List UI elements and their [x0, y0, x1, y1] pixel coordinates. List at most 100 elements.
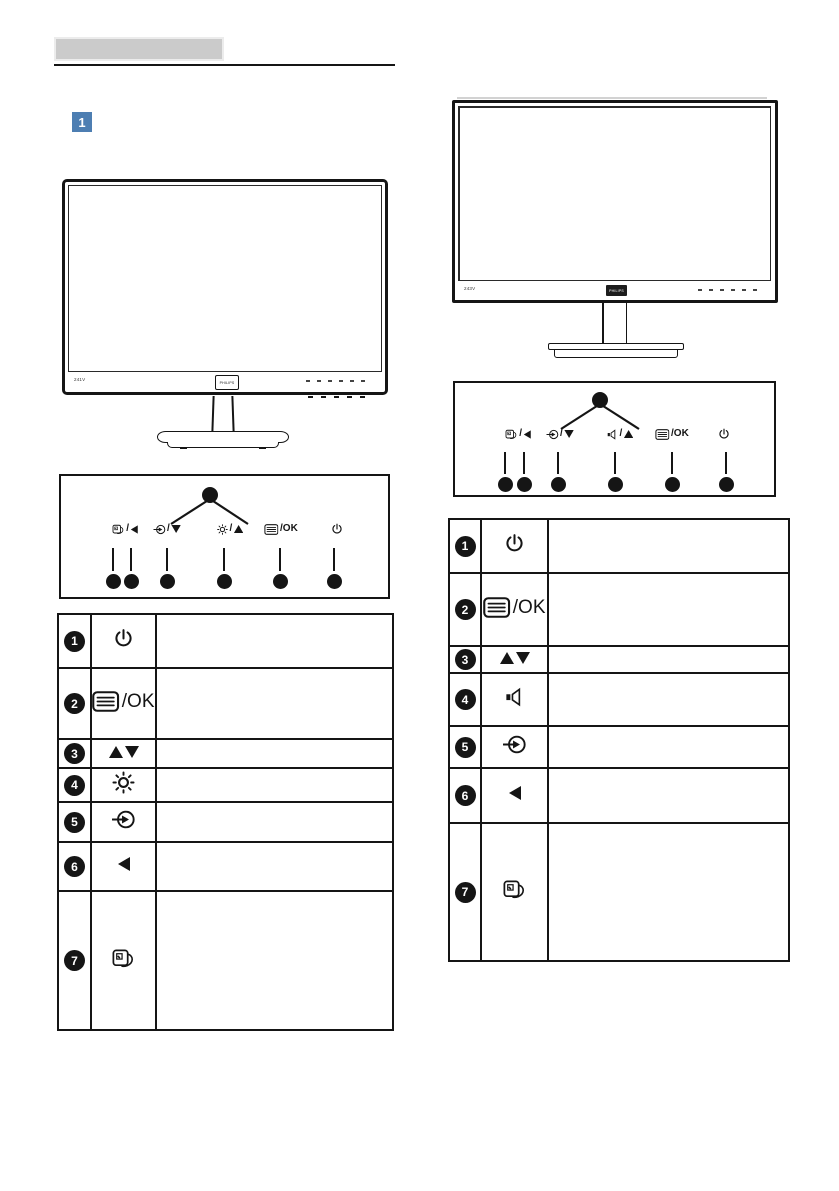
row-icon-cell: [90, 801, 157, 843]
smartimage-icon: [502, 879, 527, 900]
row-description-cell: [155, 613, 394, 669]
bezel-control-markings: [306, 380, 365, 382]
row-number-cell: 6: [448, 767, 482, 824]
row-number-cell: 2: [57, 667, 92, 740]
row-icon-cell: /OK: [90, 667, 157, 740]
row-description: [549, 539, 788, 553]
menu-ok-button-label: /OK: [264, 522, 298, 536]
pointer-line: [725, 452, 727, 474]
menu-icon: [92, 690, 120, 712]
smartimage-back-button-label: /: [505, 427, 532, 441]
table-row: 4: [448, 672, 790, 727]
philips-logo: PHILIPS: [215, 375, 239, 390]
model-label: 241V: [74, 377, 86, 382]
row-description-cell: [547, 725, 790, 769]
smartimage-icon: [112, 524, 125, 535]
smartimage-icon: [111, 948, 136, 969]
down-arrow-icon: [515, 651, 530, 664]
table-row: 1: [57, 613, 394, 669]
volume-icon: [505, 687, 525, 707]
bezel-buttons: [308, 396, 365, 398]
row-number-badge: 2: [64, 693, 85, 714]
label-text: /: [166, 523, 170, 534]
table-row: 3: [448, 645, 790, 674]
row-icon-cell: [90, 841, 157, 892]
row-description-cell: [155, 738, 394, 769]
front-button-dot: [497, 477, 513, 492]
monitor-illustration-243v: 243V PHILIPS: [452, 97, 778, 359]
label-text: /: [229, 523, 233, 534]
row-description: [157, 778, 392, 792]
row-number-cell: 6: [57, 841, 92, 892]
section-number-badge: 1: [72, 112, 92, 132]
smartimage-back-button-label: /: [112, 522, 139, 536]
row-number-cell: 7: [448, 822, 482, 962]
smartimage-icon: [505, 429, 518, 440]
row-description: [157, 697, 392, 711]
pointer-line: [557, 452, 559, 474]
row-icon-cell: [90, 767, 157, 803]
menu-icon: [483, 596, 511, 618]
pointer-line: [130, 548, 132, 571]
volume-up-button-label: /: [607, 427, 634, 441]
row-number-badge: 3: [64, 743, 85, 764]
up-arrow-icon: [108, 745, 123, 758]
row-description: [157, 747, 392, 761]
row-number-cell: 7: [57, 890, 92, 1031]
front-button-dot: [123, 574, 139, 589]
row-description: [157, 954, 392, 968]
input-down-button-label: /: [153, 522, 181, 536]
row-description-cell: [155, 841, 394, 892]
power-button-label: [718, 427, 730, 441]
frame-highlight: [457, 97, 767, 99]
model-label: 243V: [464, 286, 476, 291]
table-row: 5: [448, 725, 790, 769]
row-number-cell: 4: [448, 672, 482, 727]
row-number-cell: 1: [57, 613, 92, 669]
row-number-cell: 2: [448, 572, 482, 647]
row-description-cell: [547, 518, 790, 574]
row-description-cell: [155, 767, 394, 803]
volume-icon: [607, 428, 618, 440]
row-number-badge: 5: [64, 811, 85, 833]
monitor-stand: [211, 395, 234, 433]
row-description-cell: [547, 767, 790, 824]
row-number-cell: 3: [448, 645, 482, 674]
row-number-badge: 6: [64, 856, 85, 877]
table-row: 2 /OK: [448, 572, 790, 647]
front-button-dot: [664, 477, 680, 492]
row-number-badge: 4: [64, 774, 85, 796]
monitor-bezel: 241V PHILIPS: [69, 374, 381, 390]
up-arrow-icon: [233, 525, 244, 533]
input-source-icon: [112, 809, 135, 830]
row-number-cell: 3: [57, 738, 92, 769]
label-text: /OK: [280, 523, 298, 534]
power-button-label: [331, 522, 343, 536]
power-icon: [113, 628, 134, 649]
front-button-dot: [105, 574, 121, 589]
pointer-line: [112, 548, 114, 571]
row-description: [549, 603, 788, 617]
row-description: [549, 885, 788, 899]
monitor-frame: 241V PHILIPS: [62, 179, 388, 395]
row-number-badge: 2: [454, 599, 476, 620]
label-text: /: [619, 428, 623, 439]
front-button-dot: [159, 574, 175, 589]
pointer-line: [333, 548, 335, 571]
back-arrow-icon: [523, 429, 532, 439]
row-number-badge: 1: [454, 535, 476, 557]
label-text: /OK: [512, 596, 546, 618]
table-row: 6: [57, 841, 394, 892]
input-source-icon: [503, 734, 526, 755]
front-button-dot: [216, 574, 232, 589]
row-number-badge: 3: [454, 649, 476, 670]
row-icon-cell: [90, 738, 157, 769]
row-number-badge: 7: [64, 950, 85, 971]
table-row: 2 /OK: [57, 667, 394, 740]
menu-ok-button-label: /OK: [655, 427, 689, 441]
power-icon: [331, 523, 343, 535]
monitor-screen: [458, 106, 771, 281]
front-button-dot: [326, 574, 342, 589]
row-description: [157, 860, 392, 874]
